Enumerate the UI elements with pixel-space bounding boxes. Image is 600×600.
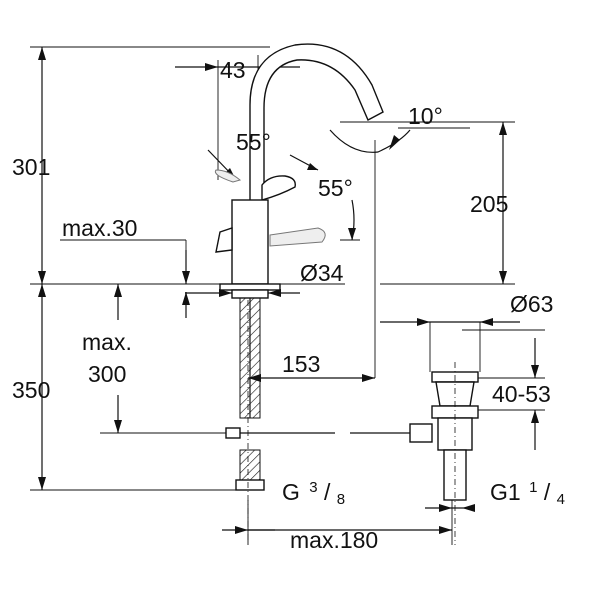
connection-thread-den: 8: [337, 491, 345, 508]
dimension-labels: 301 43 55° 55° 10° 205 max.30 Ø34 Ø63 ma…: [12, 57, 565, 553]
label-waste-range: 40-53: [492, 381, 551, 407]
label-under-height: 350: [12, 377, 50, 403]
label-spout-height: 205: [470, 191, 508, 217]
waste-thread-prefix: G1: [490, 479, 521, 505]
label-connection-thread: G 3 / 8: [282, 471, 345, 508]
label-under-max-1: max.: [82, 329, 132, 355]
pop-up-waste: [225, 362, 479, 545]
label-waste-diameter: Ø63: [510, 291, 553, 317]
connection-thread-slash: /: [324, 479, 331, 505]
label-spout-reach: 43: [220, 57, 246, 83]
waste-thread-num: 1: [529, 479, 537, 496]
label-pop-up-max: max.180: [290, 527, 378, 553]
label-spout-angle: 10°: [408, 103, 443, 129]
connection-thread-prefix: G: [282, 479, 300, 505]
waste-thread-den: 4: [557, 491, 565, 508]
label-lever-angle-left: 55°: [236, 129, 271, 155]
waste-thread-slash: /: [544, 479, 551, 505]
label-waste-thread: G1 1 / 4: [490, 471, 565, 508]
label-deck-max: max.30: [62, 215, 137, 241]
dimension-lines: [38, 47, 545, 534]
connection-thread-num: 3: [309, 479, 317, 496]
label-total-height: 301: [12, 154, 50, 180]
label-spout-projection: 153: [282, 351, 320, 377]
tap-body: [214, 43, 384, 540]
extension-lines: [30, 46, 545, 545]
label-under-max-2: 300: [88, 361, 126, 387]
label-lever-angle-right: 55°: [318, 175, 353, 201]
label-base-diameter: Ø34: [300, 260, 344, 286]
